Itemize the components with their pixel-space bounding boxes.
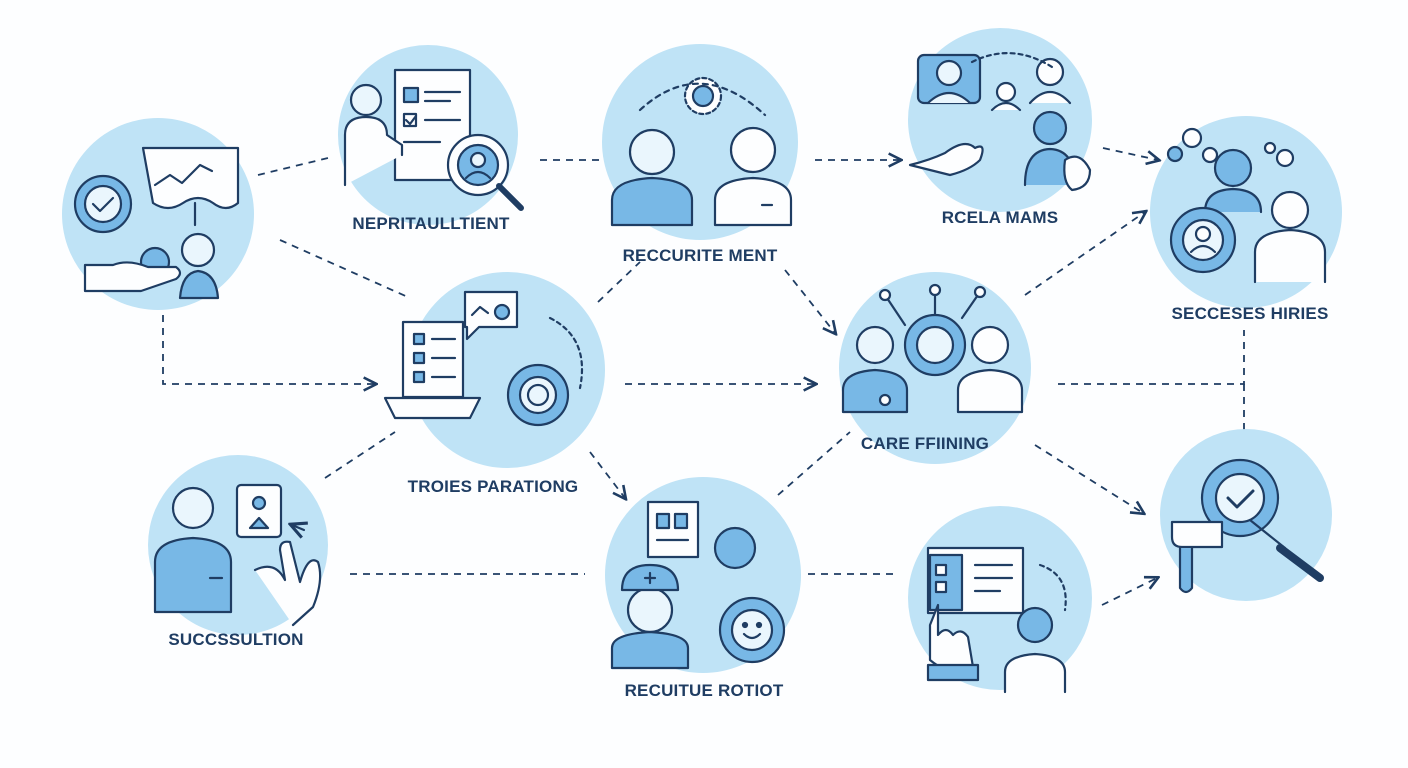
connector-care-to-approval (1034, 444, 1143, 513)
connector-onboarding-to-approval (1101, 578, 1157, 606)
node-label-secceses: SECCESES HIRIES (1171, 304, 1329, 323)
node-label-rcela: RCELA MAMS (941, 208, 1059, 227)
workflow-hand-icon (73, 146, 240, 300)
document-hand-icon (926, 546, 1067, 694)
connector-recuitue-to-care (777, 431, 851, 496)
employee-badge-icon (153, 483, 322, 627)
team-gear-icon (1166, 127, 1327, 284)
node-label-sucess: SUCCSSULTION (168, 630, 304, 649)
connector-rcela-to-secceses (1102, 147, 1158, 160)
connector-workflow-to-troies (279, 239, 411, 299)
node-label-nepritaultient: NEPRITAULLTIENT (352, 214, 510, 233)
network-people-icon (841, 283, 1024, 414)
node-label-recruitement: RECCURITE MENT (622, 246, 778, 265)
node-circles (62, 28, 1342, 690)
connector-recruitement-to-care (784, 269, 835, 333)
connector-sucess-to-troies (324, 431, 396, 479)
resume-search-icon (343, 68, 524, 211)
connector-workflow-to-nepritaultient (257, 157, 329, 176)
node-label-troies: TROIES PARATIONG (407, 477, 579, 496)
node-label-care: CARE FFIINING (860, 434, 990, 453)
connector-workflow-down-to-troies (162, 315, 375, 384)
two-people-gear-icon (610, 76, 793, 227)
team-handshake-icon (908, 52, 1092, 192)
connector-troies-to-recruitement (597, 261, 641, 303)
connectors (162, 147, 1245, 606)
checklist-gear-icon (383, 290, 584, 427)
gear-check-hammer-icon (1170, 458, 1324, 594)
connector-care-right (1058, 330, 1245, 385)
connector-troies-to-recuitue (589, 451, 625, 498)
node-label-recuitue: RECUITUE ROTIOT (624, 681, 784, 700)
worker-smile-gear-icon (610, 500, 786, 670)
connector-care-to-secceses (1024, 212, 1145, 296)
